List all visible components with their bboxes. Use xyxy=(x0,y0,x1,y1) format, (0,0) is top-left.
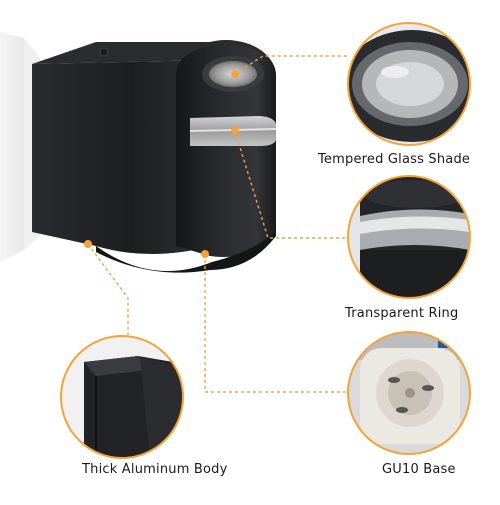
callout-markers xyxy=(87,55,350,393)
zoom-aluminum-body xyxy=(60,335,184,459)
callout-dots xyxy=(84,70,239,258)
wall-lamp-body xyxy=(32,40,277,273)
label-transparent-ring: Transparent Ring xyxy=(345,306,459,321)
label-thick-aluminum-body: Thick Aluminum Body xyxy=(82,462,228,477)
label-gu10-base: GU10 Base xyxy=(382,462,456,477)
zoom-gu10-base xyxy=(347,331,471,455)
zoom-glass-shade xyxy=(347,22,471,146)
label-tempered-glass-shade: Tempered Glass Shade xyxy=(318,152,471,167)
zoom-transparent-ring xyxy=(347,175,471,299)
